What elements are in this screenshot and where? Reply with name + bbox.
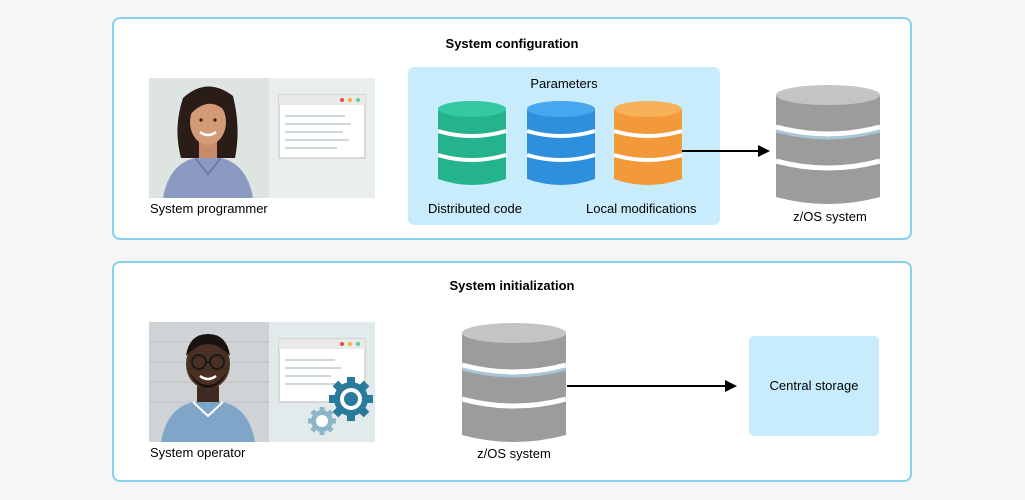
browser-window-icon	[278, 94, 366, 159]
distributed-code-label: Distributed code	[428, 201, 522, 216]
zos-system-label: z/OS system	[477, 446, 551, 461]
gear-icon	[329, 377, 373, 421]
arrow-icon	[567, 380, 737, 392]
system-operator-illustration	[149, 322, 375, 442]
gear-icon	[308, 407, 336, 435]
distributed-code-database-icon	[438, 101, 507, 185]
system-operator-label: System operator	[150, 445, 246, 460]
zos-system-database-icon	[462, 323, 566, 442]
central-storage-box: Central storage	[749, 336, 879, 436]
local-modifications-label: Local modifications	[586, 201, 697, 216]
zos-system-database-icon	[776, 85, 880, 204]
man-photo	[149, 322, 375, 442]
system-initialization-title: System initialization	[449, 278, 575, 293]
local-modifications-database-icon	[613, 101, 683, 185]
system-configuration-panel: System configuration	[112, 17, 912, 240]
parameters-label: Parameters	[530, 76, 598, 91]
system-programmer-label: System programmer	[150, 201, 268, 216]
parameter-databases	[438, 101, 683, 185]
system-configuration-title: System configuration	[445, 36, 579, 51]
zos-system-label: z/OS system	[793, 209, 867, 224]
arrow-icon	[682, 145, 770, 157]
system-programmer-illustration	[149, 78, 375, 198]
parameters-box: Parameters	[408, 67, 720, 225]
central-storage-label: Central storage	[769, 378, 859, 393]
blue-database-icon	[526, 101, 596, 185]
system-initialization-panel: System initialization	[112, 261, 912, 482]
woman-photo	[149, 78, 375, 198]
